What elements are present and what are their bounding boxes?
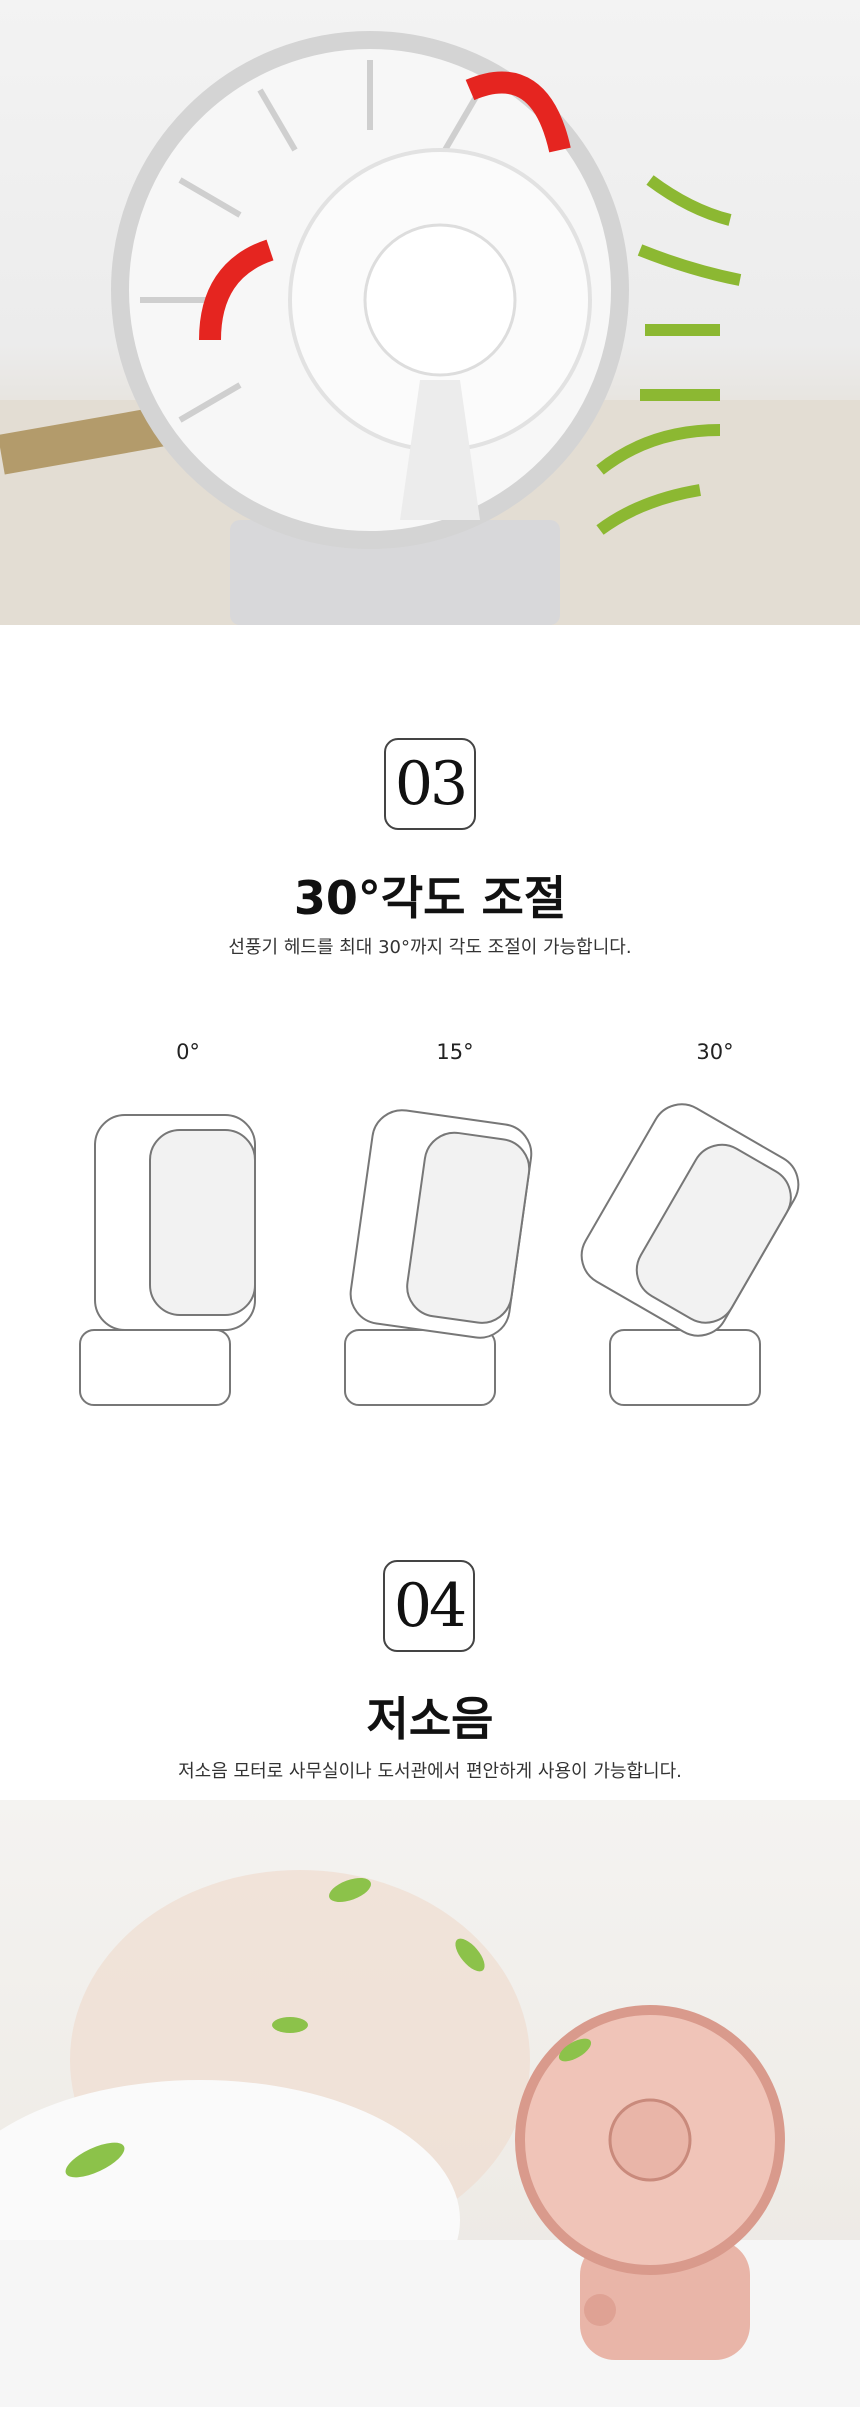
fan-15-degrees	[344, 1109, 533, 1406]
baby-fan-illustration	[0, 1870, 860, 2407]
fan-angle-illustrations	[79, 1103, 800, 1406]
fan-0-degrees	[79, 1114, 256, 1406]
fan-airflow-photo	[0, 0, 860, 625]
section-number-badge: 03	[384, 738, 476, 830]
fan-30-degrees	[580, 1103, 800, 1406]
baby-sleeping-fan-photo	[0, 1800, 860, 2407]
angle-label-30: 30°	[696, 1040, 734, 1064]
section-number-badge: 04	[383, 1560, 475, 1652]
angle-label-0: 0°	[176, 1040, 200, 1064]
section-subtitle: 선풍기 헤드를 최대 30°까지 각도 조절이 가능합니다.	[228, 937, 632, 958]
fan-illustration	[0, 31, 860, 625]
section-title: 30°각도 조절	[293, 871, 567, 925]
angle-label-15: 15°	[436, 1040, 474, 1064]
section-subtitle: 저소음 모터로 사무실이나 도서관에서 편안하게 사용이 가능합니다.	[178, 1761, 682, 1782]
section-title: 저소음	[366, 1692, 494, 1746]
